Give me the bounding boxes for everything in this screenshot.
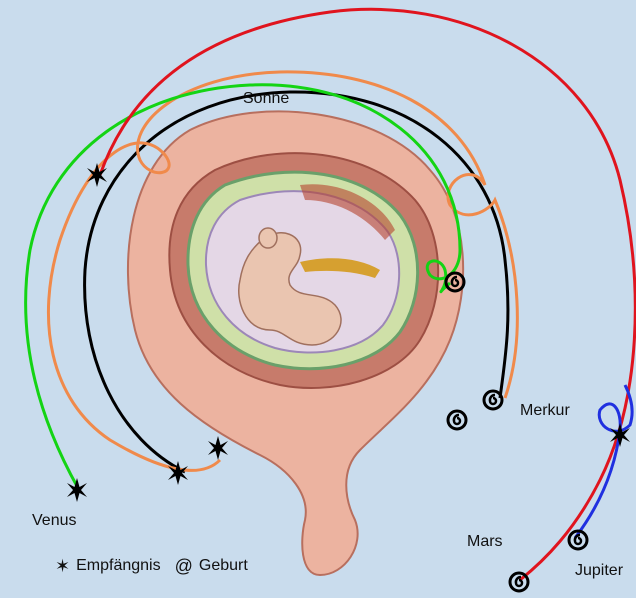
legend: ✶ Empfängnis @ Geburt (55, 557, 248, 575)
mars-label: Mars (467, 533, 503, 551)
legend-birth-label: Geburt (199, 557, 248, 575)
venus-conception-star-2-icon (67, 478, 87, 502)
spiral-icon: @ (175, 557, 193, 575)
sun-birth-spiral-icon (448, 411, 466, 429)
jupiter-orbit (575, 385, 632, 538)
venus-label: Venus (32, 512, 76, 530)
mercury-birth-spiral-icon (484, 391, 502, 409)
uterus-illustration (128, 111, 463, 575)
legend-conception-label: Empfängnis (76, 557, 161, 575)
sun-label: Sonne (243, 90, 289, 108)
mars-birth-spiral-icon (510, 573, 528, 591)
star-icon: ✶ (55, 557, 70, 575)
jupiter-label: Jupiter (575, 562, 623, 580)
mercury-conception-star-icon (208, 436, 228, 460)
mercury-label: Merkur (520, 402, 570, 420)
